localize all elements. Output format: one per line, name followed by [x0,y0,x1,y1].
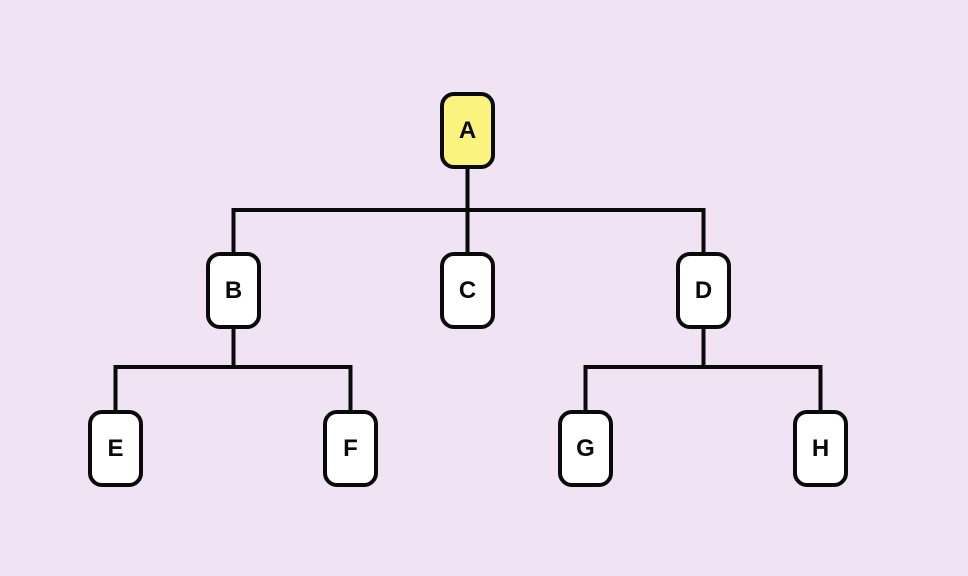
tree-node-a-label: A [458,116,477,144]
tree-node-d[interactable]: D [676,252,731,329]
tree-node-h[interactable]: H [793,410,848,487]
tree-node-g[interactable]: G [558,410,613,487]
tree-node-e-label: E [107,434,124,462]
tree-node-a[interactable]: A [440,92,495,169]
tree-node-c[interactable]: C [440,252,495,329]
tree-node-c-label: C [458,276,477,304]
edge-a-to-b-d-bar [231,208,706,252]
tree-node-g-label: G [576,434,595,462]
tree-node-f[interactable]: F [323,410,378,487]
edge-d-to-g-h-bar [583,365,823,412]
tree-node-f-label: F [343,434,358,462]
tree-node-b[interactable]: B [206,252,261,329]
tree-node-d-label: D [694,276,713,304]
tree-node-b-label: B [224,276,243,304]
tree-node-h-label: H [811,434,830,462]
tree-node-e[interactable]: E [88,410,143,487]
edge-b-to-e-f-bar [113,365,353,412]
